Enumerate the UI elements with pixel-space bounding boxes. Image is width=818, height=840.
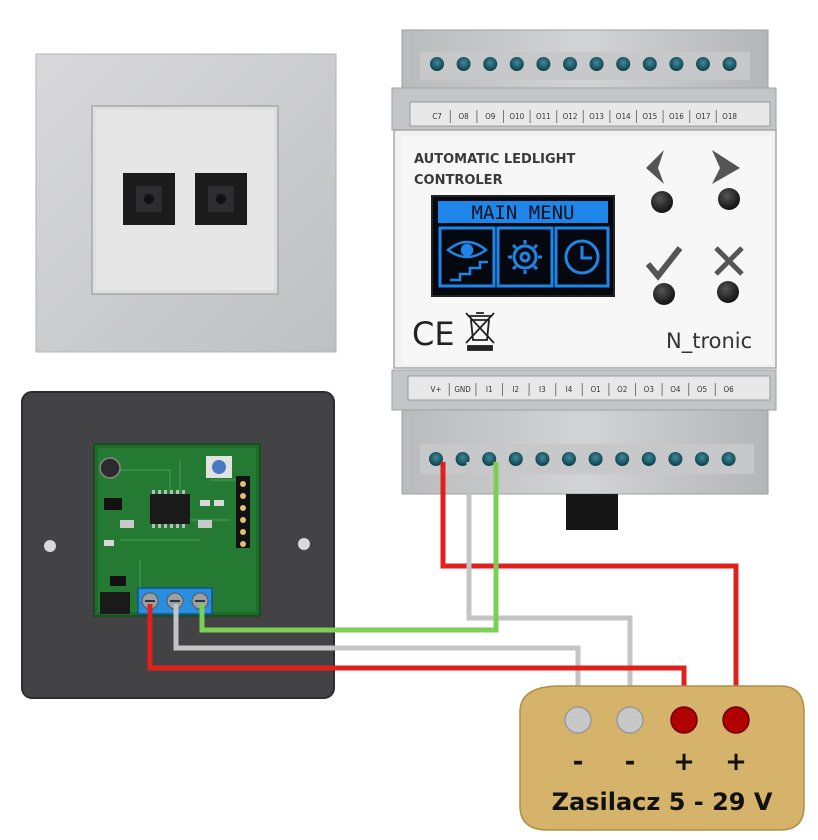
psu-pin-minus-1: [564, 706, 592, 734]
psu-sign-2: -: [625, 747, 636, 777]
ir-sensor-right: [195, 173, 247, 225]
wire-grey-pcb: [173, 604, 581, 712]
top-terminal-screw-2: [456, 57, 471, 71]
top-terminal-label-10: O16: [669, 112, 684, 121]
bottom-terminal-label-5: I3: [539, 385, 546, 394]
top-terminal-screw-7: [589, 57, 604, 71]
bottom-terminal-screw-7: [588, 452, 603, 466]
top-terminal-screw-11: [696, 57, 710, 71]
top-terminal-screw-5: [536, 57, 551, 71]
bottom-terminal-screw-1: [429, 452, 443, 466]
wall-sensor-plate: [35, 53, 337, 353]
bottom-terminal-label-6: I4: [566, 385, 573, 394]
gear-icon: [508, 240, 542, 274]
bottom-terminal-label-8: O2: [617, 385, 627, 394]
left-button[interactable]: [651, 191, 673, 213]
wire-grey-controller: [466, 462, 633, 712]
top-terminal-labels: C7 O8 O9 O10 O11 O12 O13 O14 O15 O16 O17 O18: [432, 110, 737, 123]
bottom-terminal-label-12: O6: [723, 385, 734, 394]
bottom-terminal-screw-3: [482, 452, 497, 466]
wire-green-controller: [199, 462, 499, 633]
bottom-terminal-labels: V+ GND I1 I2 I3 I4 O1 O2 O3 O4 O5 O6: [431, 383, 734, 396]
top-terminal-label-7: O13: [589, 112, 604, 121]
bottom-terminal-label-10: O4: [670, 385, 681, 394]
pcb-board: [93, 443, 261, 617]
bottom-terminal-screw-4: [508, 452, 523, 466]
psu-sign-1: -: [573, 747, 584, 777]
top-terminal-screw-10: [669, 57, 684, 71]
top-terminal-screw-6: [563, 57, 577, 71]
cancel-button[interactable]: [717, 281, 739, 303]
psu-pin-plus-1: [670, 706, 698, 734]
bottom-terminal-label-4: I2: [512, 385, 519, 394]
ok-button[interactable]: [653, 283, 675, 305]
wire-red-controller: [440, 462, 739, 712]
top-terminal-screw-9: [642, 57, 657, 71]
ic-chip: [150, 494, 190, 524]
bottom-terminal-label-3: I1: [486, 385, 493, 394]
top-terminal-label-12: O18: [722, 112, 737, 121]
arrow-left-icon: [646, 150, 664, 184]
top-terminal-label-8: O14: [616, 112, 631, 121]
check-icon: [645, 246, 683, 281]
screen-header-text: MAIN MENU: [472, 202, 575, 224]
clock-icon: [564, 239, 600, 275]
bottom-terminal-screw-8: [615, 452, 630, 466]
bottom-terminal-screw-6: [562, 452, 576, 466]
bottom-terminal-label-1: V+: [431, 385, 442, 394]
controller-title-line2: CONTROLER: [414, 173, 503, 188]
psu-sign-4: +: [725, 747, 747, 777]
header-pins: [236, 476, 250, 548]
sensor-module-plate: [21, 391, 335, 699]
top-terminal-label-2: O8: [458, 112, 469, 121]
arrow-right-icon: [712, 150, 740, 184]
ir-sensor-left: [123, 173, 175, 225]
bottom-terminal-screw-11: [695, 452, 709, 466]
top-terminal-label-4: O10: [509, 112, 524, 121]
bottom-terminal-screw-2: [455, 452, 470, 466]
bottom-terminal-label-11: O5: [697, 385, 707, 394]
top-terminal-label-1: C7: [432, 112, 442, 121]
weee-bin-icon: [465, 312, 495, 351]
bottom-terminal-screw-5: [535, 452, 550, 466]
psu-pin-plus-2: [722, 706, 750, 734]
bottom-terminal-screws: [429, 452, 736, 466]
capacitor: [99, 457, 121, 479]
top-terminal-label-3: O9: [485, 112, 496, 121]
bottom-terminal-label-9: O3: [644, 385, 654, 394]
brand-logo: N_tronic: [666, 329, 752, 354]
psu-pin-minus-2: [616, 706, 644, 734]
oled-screen: MAIN MENU: [431, 195, 615, 297]
ce-mark: CE: [412, 315, 455, 353]
top-terminal-screw-3: [483, 57, 498, 71]
wires: [147, 462, 739, 712]
top-terminal-screw-8: [616, 57, 631, 71]
close-icon: [714, 246, 744, 276]
top-terminal-label-6: O12: [563, 112, 578, 121]
din-controller: C7 O8 O9 O10 O11 O12 O13 O14 O15 O16 O17 O18 AUTOMA…: [391, 29, 777, 530]
bottom-terminal-label-2: GND: [454, 385, 471, 394]
top-terminal-screw-1: [430, 57, 444, 71]
mounting-hole-right: [298, 538, 310, 550]
bottom-terminal-screw-9: [641, 452, 656, 466]
screen-header-bar: [438, 201, 608, 223]
mounting-hole-left: [44, 540, 56, 552]
controller-title-line1: AUTOMATIC LEDLIGHT: [414, 152, 576, 167]
din-clip: [566, 494, 618, 530]
power-supply: - - + + Zasilacz 5 - 29 V: [519, 685, 805, 831]
right-button[interactable]: [718, 188, 740, 210]
eye-stairs-icon: [445, 240, 489, 282]
bottom-terminal-label-7: O1: [590, 385, 600, 394]
psu-sign-3: +: [673, 747, 695, 777]
top-terminal-label-9: O15: [642, 112, 657, 121]
psu-label: Zasilacz 5 - 29 V: [552, 788, 773, 816]
bottom-terminal-screw-10: [668, 452, 683, 466]
top-terminal-screw-12: [722, 57, 737, 71]
top-terminal-screws: [430, 57, 737, 71]
bottom-terminal-screw-12: [721, 452, 736, 466]
top-terminal-screw-4: [509, 57, 524, 71]
top-terminal-label-11: O17: [696, 112, 711, 121]
top-terminal-label-5: O11: [536, 112, 551, 121]
